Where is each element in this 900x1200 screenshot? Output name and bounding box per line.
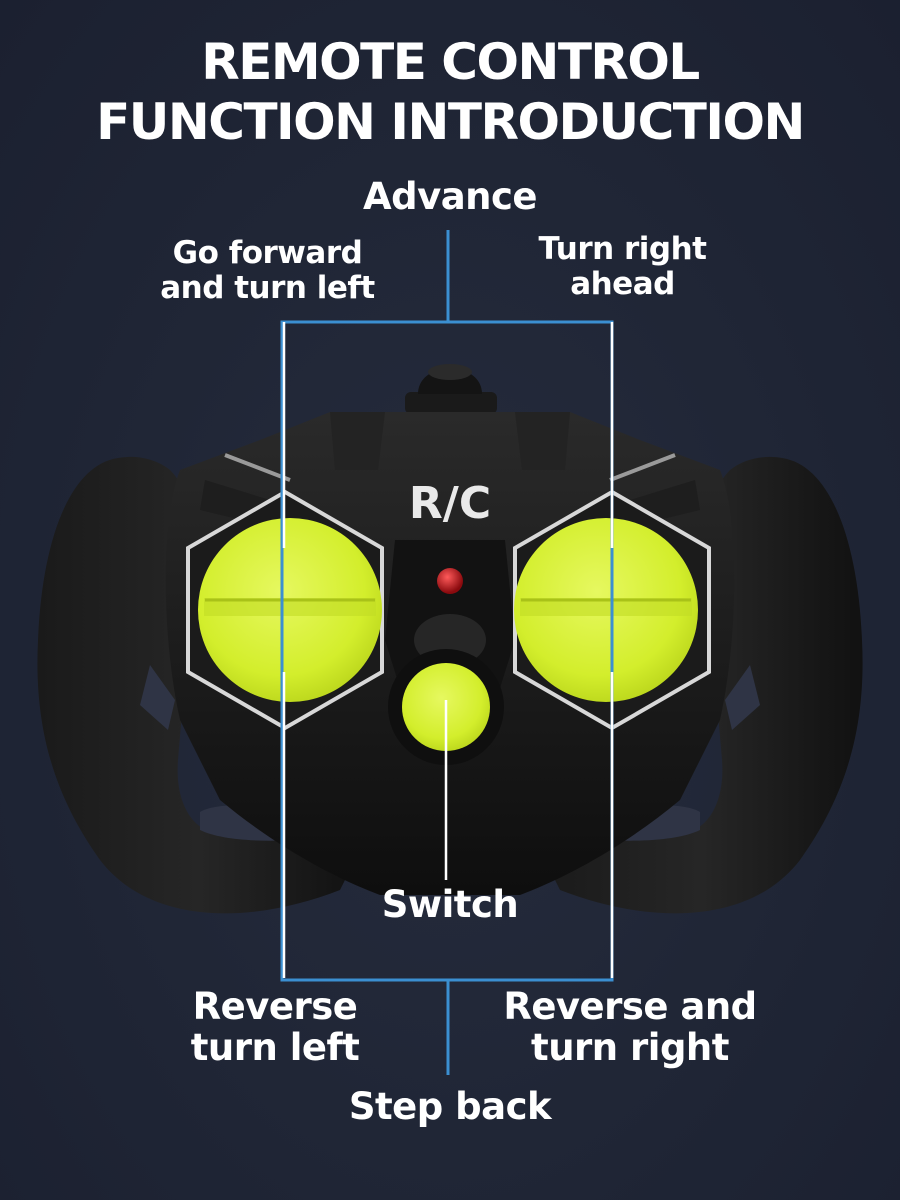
right-grip-hole: [725, 665, 760, 730]
label-switch: Switch: [381, 883, 519, 926]
rc-logo: R/C: [409, 478, 491, 529]
white-pointer-lines: [282, 322, 614, 978]
label-reverse-right-line-2: turn right: [531, 1026, 729, 1070]
label-go-forward-line-2: and turn left: [160, 269, 375, 306]
label-turn-right-ahead: Turn right ahead: [505, 232, 740, 301]
label-reverse-left-line-1: Reverse: [192, 985, 358, 1028]
left-grip-hole: [140, 665, 175, 730]
left-grip: [37, 456, 361, 914]
label-go-forward-turn-left: Go forward and turn left: [150, 236, 385, 305]
label-advance: Advance: [362, 175, 538, 218]
label-reverse-right-line-1: Reverse and: [503, 985, 757, 1028]
right-grip: [540, 456, 863, 914]
label-reverse-turn-right: Reverse and turn right: [490, 986, 770, 1069]
antenna-base: [405, 392, 497, 414]
title-line-2: FUNCTION INTRODUCTION: [96, 93, 805, 151]
power-led: [437, 568, 463, 594]
label-reverse-left-line-2: turn left: [190, 1026, 360, 1070]
indicator-lines: [280, 230, 614, 1075]
label-reverse-turn-left: Reverse turn left: [160, 986, 390, 1069]
label-step-back: Step back: [348, 1085, 552, 1128]
label-turn-right-line-1: Turn right: [538, 231, 707, 267]
title-line-1: REMOTE CONTROL: [201, 33, 700, 91]
label-go-forward-line-1: Go forward: [172, 235, 363, 271]
label-turn-right-line-2: ahead: [570, 265, 675, 302]
